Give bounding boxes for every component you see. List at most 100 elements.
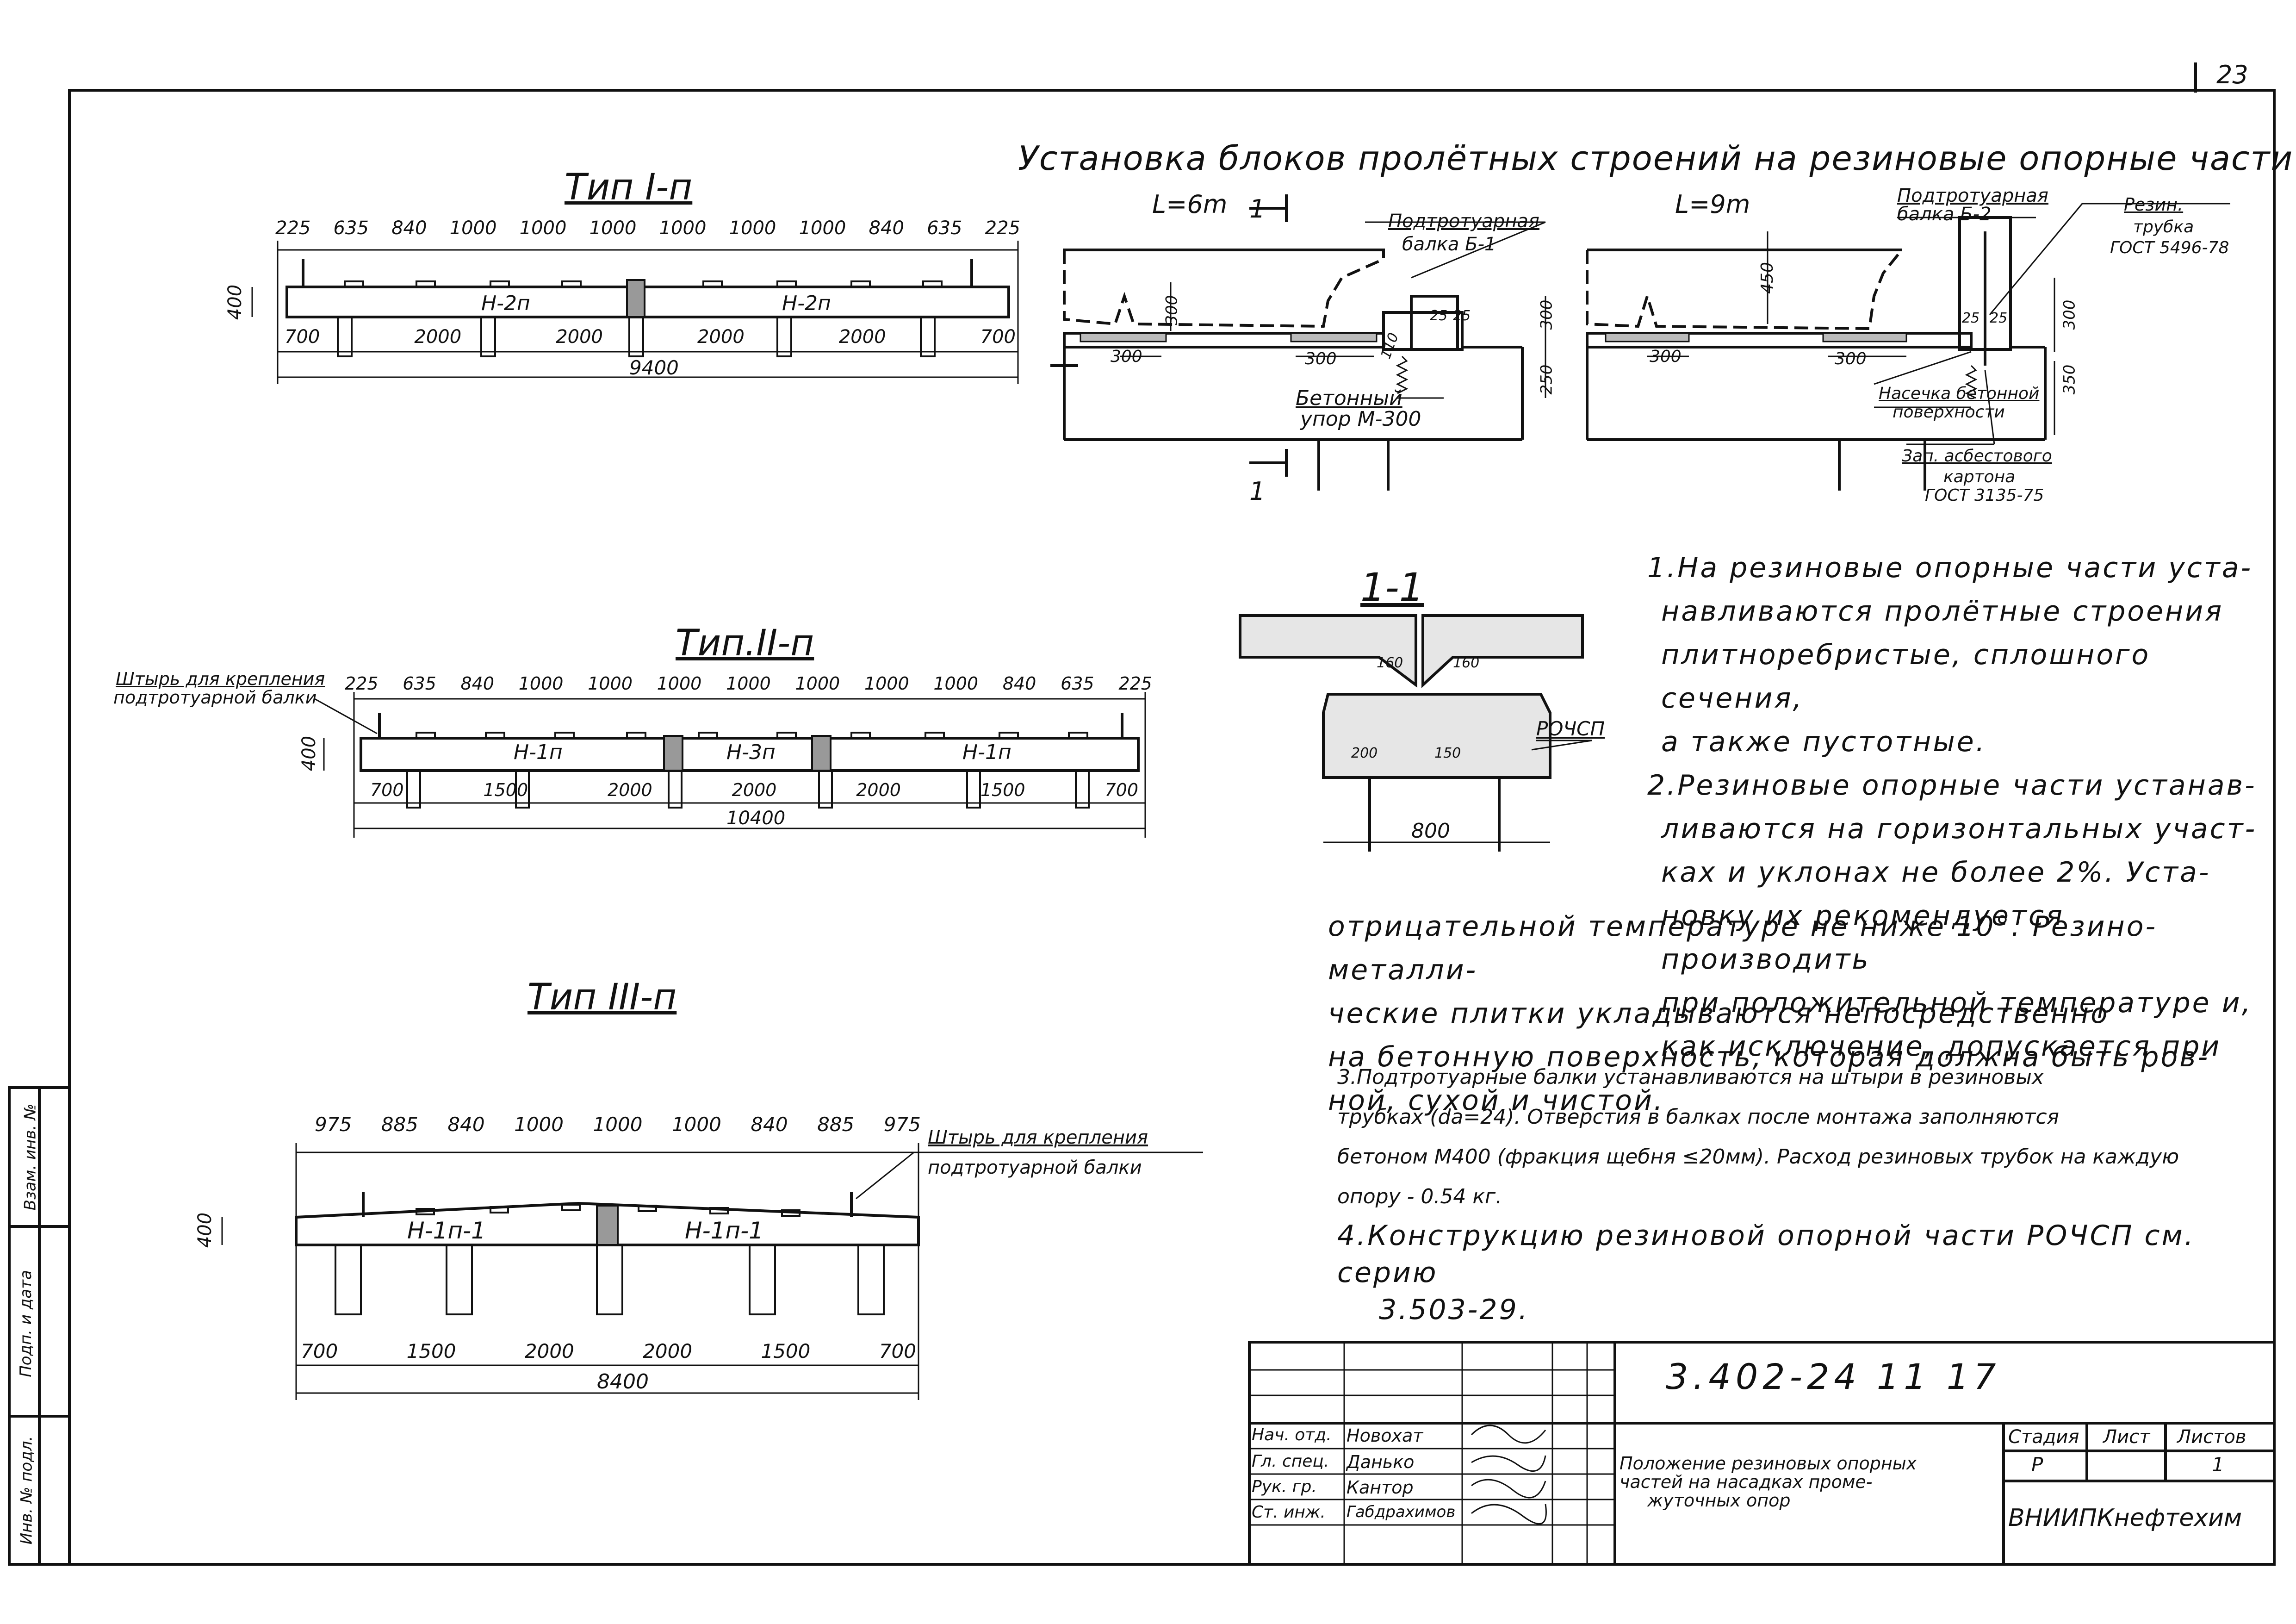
- name-1: Новохат: [1347, 1425, 1423, 1446]
- type2-bdim: 2000: [856, 780, 901, 800]
- type3-height: 400: [194, 1212, 216, 1248]
- type3-dim: 1000: [671, 1113, 721, 1136]
- type3-pin-label-2: подтротуарной балки: [928, 1157, 1142, 1178]
- type3-pin-label-1: Штырь для крепления: [928, 1127, 1148, 1148]
- stamp-inv-no: Инв. № подл.: [17, 1436, 36, 1545]
- note-line: ках и уклонах не более 2%. Уста-: [1661, 856, 2211, 889]
- right-gasket-1: Зап. асбестового: [1902, 447, 2052, 466]
- note-line: навливаются пролётные строения: [1661, 595, 2224, 628]
- note-line: ной, сухой и чистой.: [1328, 1084, 1665, 1117]
- section-label: РОЧСП: [1536, 717, 1605, 740]
- left-span: L=6m: [1152, 190, 1228, 219]
- left-section-mark-top: 1: [1249, 194, 1266, 224]
- stage-value: Р: [2031, 1453, 2043, 1476]
- doc-code: 3.402-24 11 17: [1666, 1356, 2001, 1397]
- note-line: а также пустотные.: [1661, 726, 1986, 758]
- type3-block-2: Н-1п-1: [685, 1217, 763, 1244]
- notes-block-4: 4.Конструкцию резиновой опорной части РО…: [1337, 1217, 2263, 1328]
- left-dim-25a: 25: [1430, 308, 1448, 324]
- type2-dim: 1000: [933, 673, 979, 694]
- type1-dim: 840: [391, 218, 427, 239]
- type2-dim: 225: [345, 673, 379, 694]
- note-line: плитноребристые, сплошного сечения,: [1661, 639, 2151, 715]
- note-line: опору - 0.54 кг.: [1337, 1185, 1502, 1208]
- left-stop-1: Бетонный: [1296, 386, 1402, 410]
- section-mark-3: 200: [1351, 745, 1378, 761]
- type3-dim: 975: [883, 1113, 921, 1136]
- type1-total: 9400: [629, 356, 679, 379]
- left-dim-300d: 300: [1537, 299, 1556, 330]
- type1-dim: 1000: [799, 218, 846, 239]
- stamp-sign-date: Подп. и дата: [16, 1270, 35, 1377]
- section-mark-2: 160: [1453, 655, 1480, 671]
- type1-dim: 840: [869, 218, 904, 239]
- type3-dim: 1000: [514, 1113, 564, 1136]
- description-1: Положение резиновых опорных: [1620, 1453, 1917, 1474]
- note-line: 1.На резиновые опорные части уста-: [1647, 552, 2253, 584]
- notes-block-3: 3.Подтротуарные балки устанавливаются на…: [1337, 1058, 2263, 1217]
- right-dim-300c: 300: [2060, 299, 2079, 330]
- right-notch-1: Насечка бетонной: [1879, 384, 2040, 403]
- note-line: ческие плитки укладываются непосредствен…: [1328, 997, 2110, 1030]
- type2-dim: 1000: [518, 673, 564, 694]
- right-dim-350: 350: [2060, 364, 2079, 395]
- main-title: Установка блоков пролётных строений на р…: [1018, 139, 2294, 178]
- right-beam-label-1: Подтротуарная: [1897, 185, 2048, 206]
- section-width: 800: [1411, 819, 1450, 843]
- right-tube-1: Резин.: [2124, 194, 2184, 215]
- type1-block-2: Н-2п: [782, 292, 831, 315]
- type1-dim: 1000: [449, 218, 497, 239]
- type1-beam: [251, 241, 1019, 384]
- type1-bdim: 700: [980, 326, 1016, 348]
- type2-bdim: 2000: [732, 780, 777, 800]
- type1-dim: 1000: [659, 218, 707, 239]
- type2-block-1: Н-1п: [514, 740, 563, 764]
- section-title: 1-1: [1360, 565, 1424, 610]
- left-section-mark-bottom: 1: [1249, 477, 1266, 506]
- left-dim-250: 250: [1537, 364, 1556, 395]
- type2-pin-label-2: подтротуарной балки: [113, 687, 317, 708]
- type2-dim: 1000: [864, 673, 909, 694]
- right-gasket-2: картона: [1943, 467, 2016, 486]
- type1-dim: 225: [275, 218, 311, 239]
- type2-dim: 1000: [588, 673, 633, 694]
- right-span: L=9m: [1675, 190, 1750, 219]
- sheet-number: 23: [2216, 60, 2248, 89]
- notes-block-upper: 1.На резиновые опорные части уста- навли…: [1647, 546, 2258, 1068]
- type1-title: Тип I-п: [565, 167, 693, 208]
- type1-bdim: 2000: [697, 326, 745, 348]
- install-left-drawing: [1050, 194, 1546, 491]
- sheet-label: Лист: [2103, 1426, 2150, 1448]
- type3-dim: 1000: [593, 1113, 643, 1136]
- note-line: бетоном М400 (фракция щебня ≤20мм). Расх…: [1337, 1145, 2179, 1169]
- type2-bdim: 700: [370, 780, 404, 800]
- type1-dim: 1000: [589, 218, 637, 239]
- type1-top-dims: 225 635 840 1000 1000 1000 1000 1000 100…: [275, 218, 1020, 239]
- note-line: отрицательной температуре не ниже 10°. Р…: [1328, 910, 2158, 986]
- type1-dim: 1000: [729, 218, 776, 239]
- name-2: Данько: [1347, 1452, 1415, 1472]
- name-3: Кантор: [1347, 1477, 1414, 1498]
- description-2: частей на насадках проме-: [1620, 1472, 1873, 1492]
- note-line: на бетонную поверхность, которая должна …: [1328, 1041, 2210, 1073]
- stamp-replace-inv: Взам. инв. №: [21, 1103, 40, 1211]
- type3-bdim: 2000: [643, 1340, 693, 1363]
- type1-dim: 635: [333, 218, 369, 239]
- type3-bdim: 700: [301, 1340, 338, 1363]
- right-tube-3: ГОСТ 5496-78: [2110, 238, 2229, 257]
- type2-bdim: 1500: [483, 780, 528, 800]
- title-block-frame: [1248, 1341, 2276, 1566]
- sheets-label: Листов: [2177, 1426, 2246, 1448]
- right-notch-2: поверхности: [1893, 403, 2005, 422]
- left-dim-300b: 300: [1305, 349, 1337, 368]
- left-beam-label-2: балка Б-1: [1402, 234, 1496, 255]
- stage-label: Стадия: [2008, 1426, 2079, 1448]
- type2-bdim: 2000: [608, 780, 652, 800]
- organization: ВНИИПКнефтехим: [2008, 1504, 2242, 1532]
- role-chief: Гл. спец.: [1252, 1452, 1329, 1471]
- role-group: Рук. гр.: [1252, 1477, 1317, 1496]
- type3-top-dims: 975 885 840 1000 1000 1000 840 885 975: [315, 1113, 921, 1136]
- type1-dim: 225: [985, 218, 1020, 239]
- type2-bdim: 700: [1105, 780, 1138, 800]
